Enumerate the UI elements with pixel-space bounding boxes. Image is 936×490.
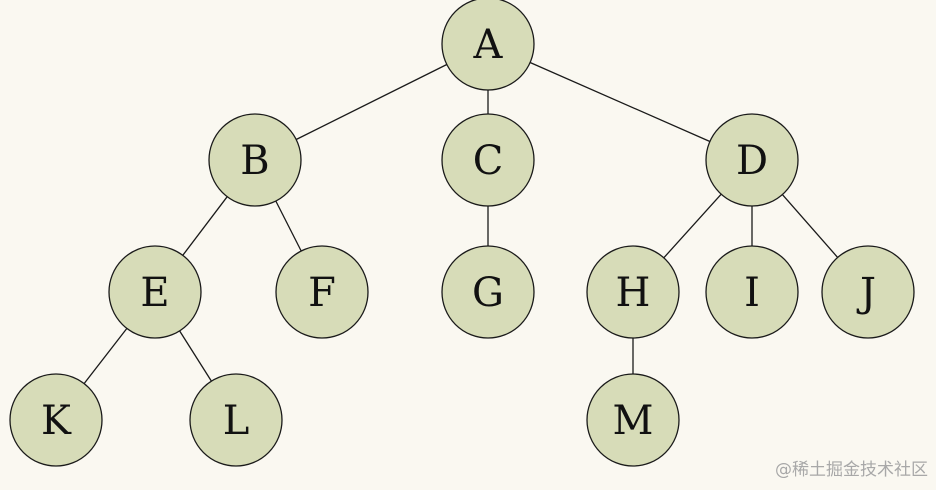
node-circle-d xyxy=(705,113,799,207)
node-d: D xyxy=(705,113,799,207)
node-circle-g xyxy=(441,245,535,339)
node-h: H xyxy=(586,245,680,339)
nodes-layer: A B C D E F G H I J K L M xyxy=(9,0,915,467)
edge-a-d xyxy=(529,61,711,143)
node-g: G xyxy=(441,245,535,339)
watermark-text: @稀土掘金技术社区 xyxy=(775,460,928,480)
node-label-e: E xyxy=(140,270,169,316)
node-label-h: H xyxy=(616,270,651,316)
node-i: I xyxy=(705,245,799,339)
node-label-f: F xyxy=(308,270,336,316)
node-circle-a xyxy=(441,0,535,91)
node-circle-h xyxy=(586,245,680,339)
node-e: E xyxy=(108,245,202,339)
node-c: C xyxy=(441,113,535,207)
edge-d-h xyxy=(663,193,722,259)
node-label-a: A xyxy=(473,22,504,68)
node-k: K xyxy=(9,373,103,467)
node-circle-m xyxy=(586,373,680,467)
node-label-c: C xyxy=(473,138,504,184)
edge-b-e xyxy=(182,196,228,256)
node-label-d: D xyxy=(736,138,768,184)
node-l: L xyxy=(189,373,283,467)
node-label-b: B xyxy=(240,138,269,184)
node-label-g: G xyxy=(472,270,504,316)
node-label-m: M xyxy=(613,398,654,444)
node-m: M xyxy=(586,373,680,467)
node-b: B xyxy=(208,113,302,207)
edge-a-b xyxy=(295,63,448,141)
node-label-i: I xyxy=(744,270,760,316)
node-circle-b xyxy=(208,113,302,207)
node-label-j: J xyxy=(856,270,876,316)
node-circle-l xyxy=(189,373,283,467)
node-label-l: L xyxy=(223,398,250,444)
node-circle-f xyxy=(275,245,369,339)
node-label-k: K xyxy=(41,398,72,444)
edge-d-j xyxy=(781,194,839,258)
edge-b-f xyxy=(275,200,302,252)
node-circle-e xyxy=(108,245,202,339)
node-j: J xyxy=(821,245,915,339)
node-f: F xyxy=(275,245,369,339)
edge-e-k xyxy=(83,328,128,384)
node-circle-j xyxy=(821,245,915,339)
edges-layer xyxy=(83,61,839,384)
node-circle-c xyxy=(441,113,535,207)
node-a: A xyxy=(441,0,535,91)
node-circle-i xyxy=(705,245,799,339)
node-circle-k xyxy=(9,373,103,467)
edge-e-l xyxy=(179,330,212,382)
